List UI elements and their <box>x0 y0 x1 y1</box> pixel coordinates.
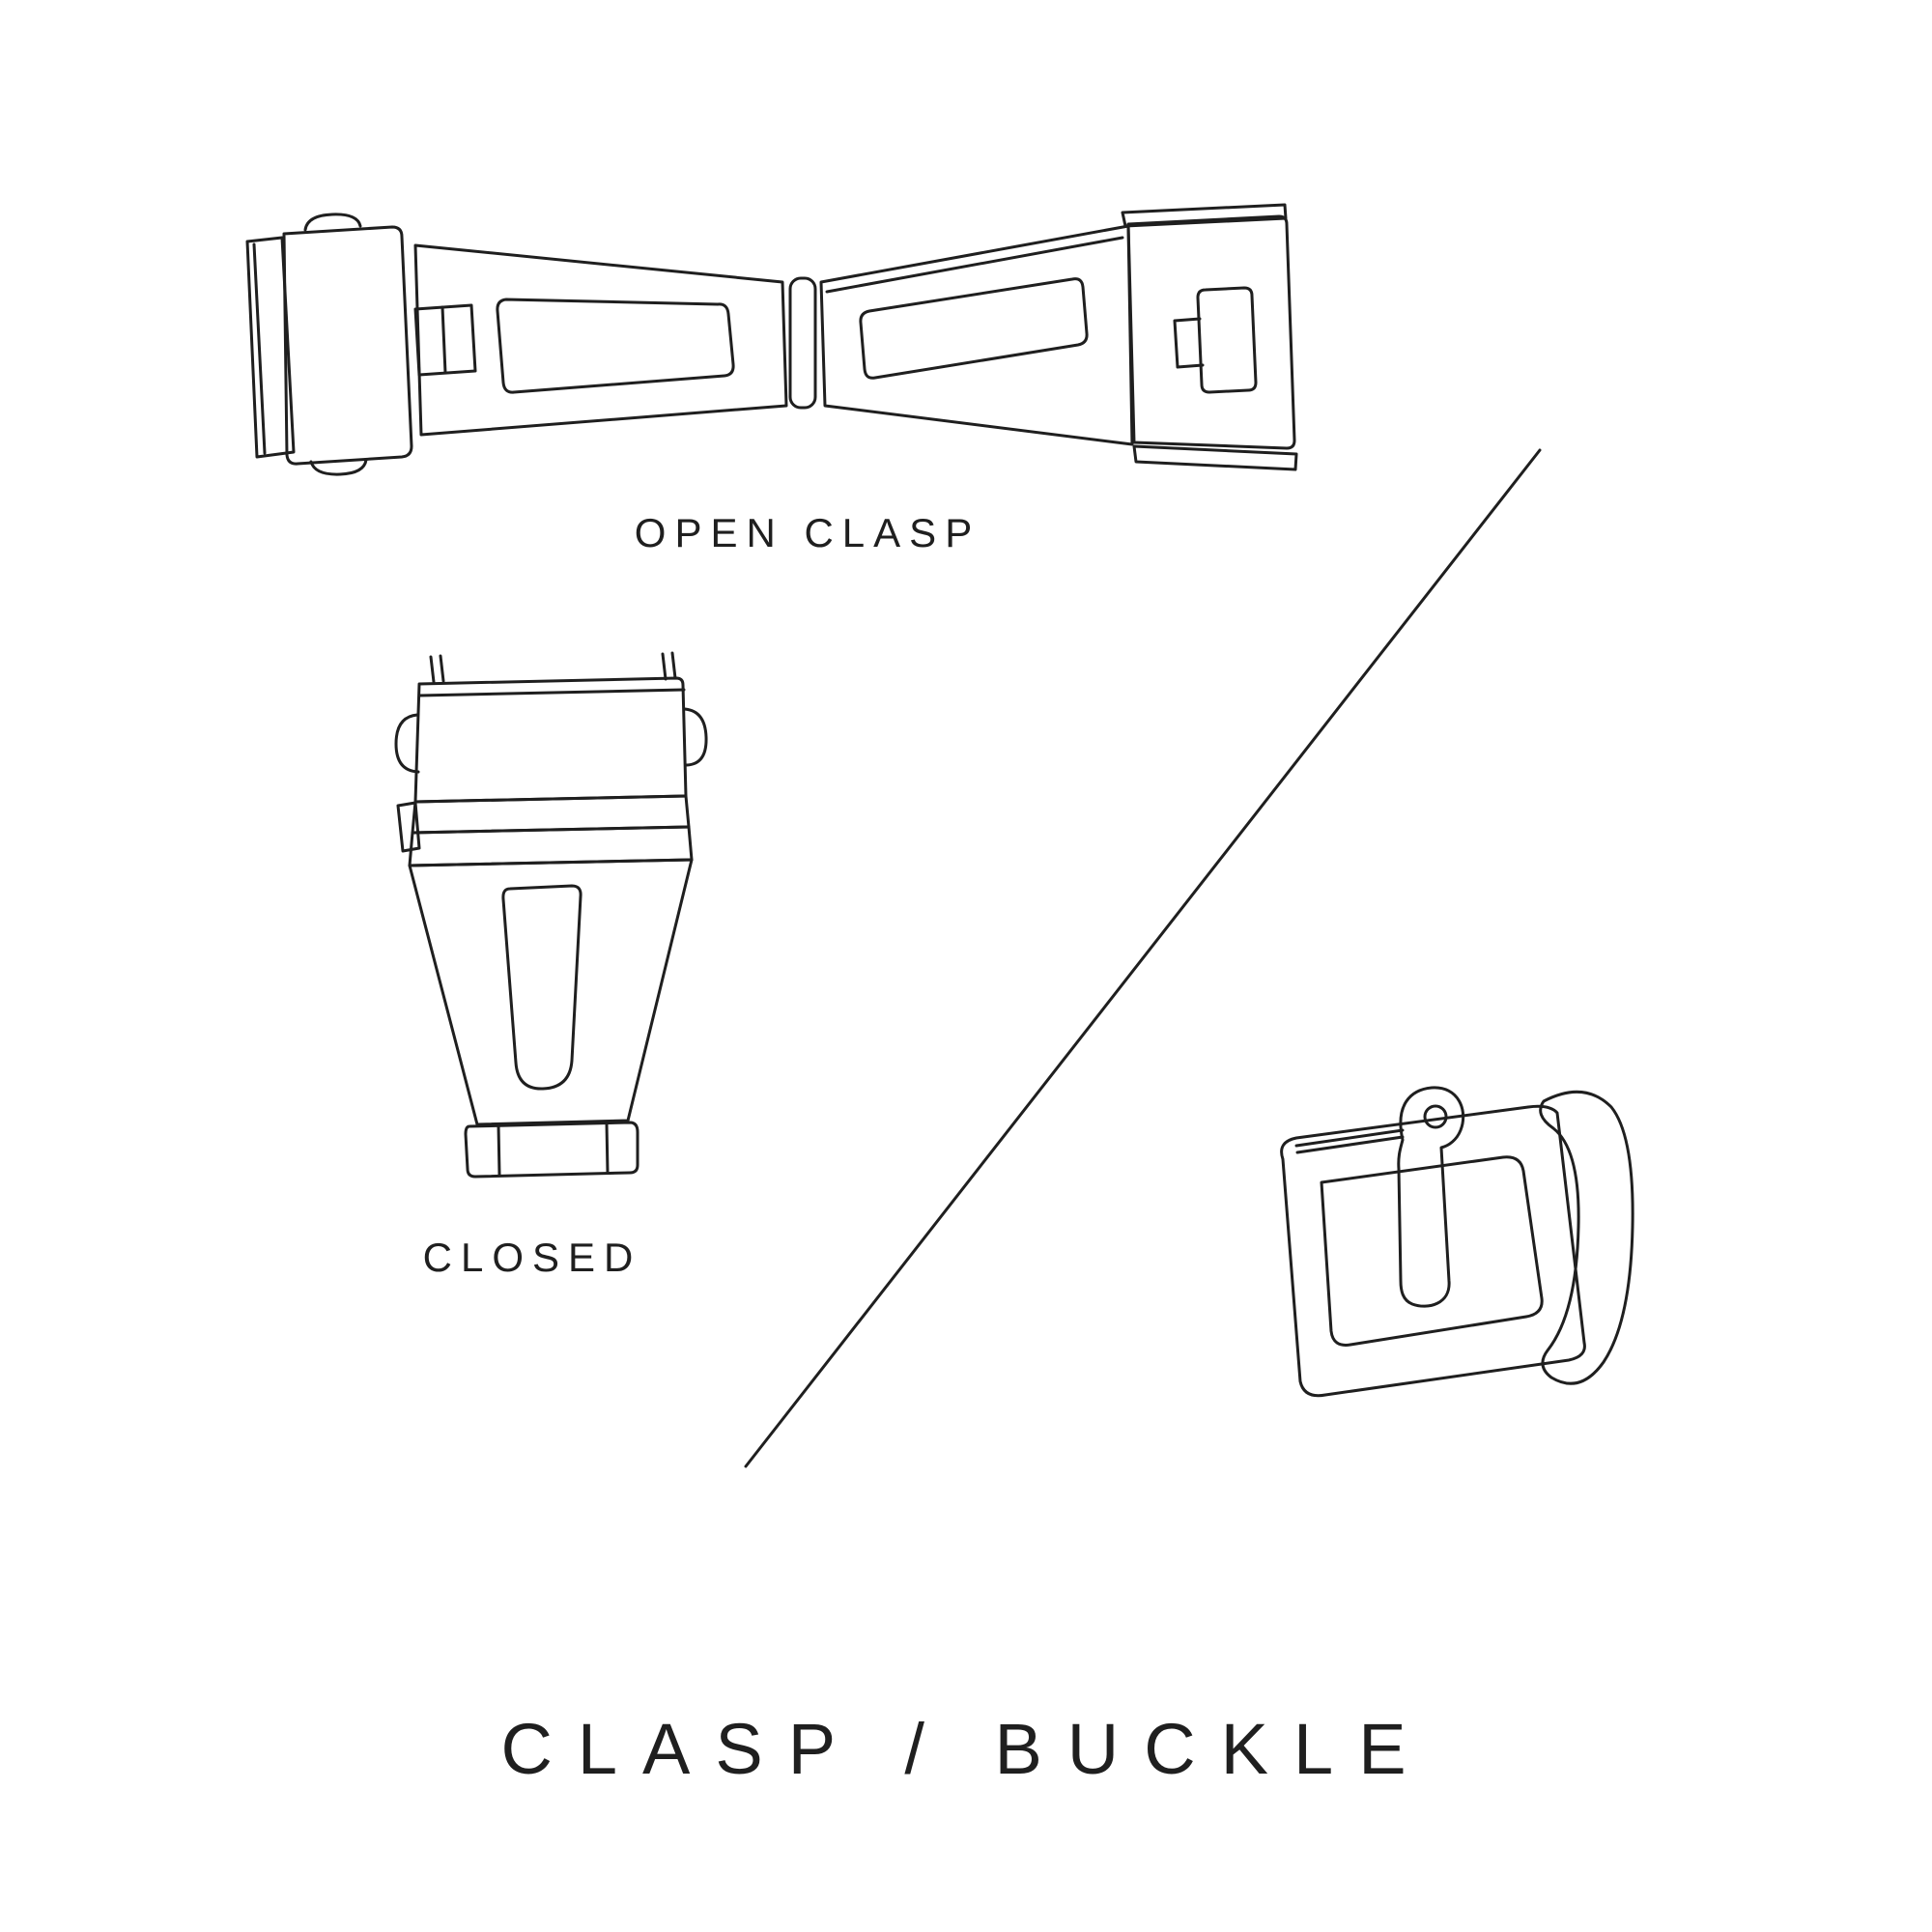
open-clasp-illustration <box>245 203 1298 476</box>
closed-clasp-illustration <box>394 651 708 1179</box>
closed-label: CLOSED <box>422 1235 642 1280</box>
divider-line <box>744 448 1542 1468</box>
page-title: CLASP / BUCKLE <box>500 1709 1432 1789</box>
buckle-illustration <box>1280 1086 1634 1398</box>
open-clasp-label: OPEN CLASP <box>634 510 981 555</box>
